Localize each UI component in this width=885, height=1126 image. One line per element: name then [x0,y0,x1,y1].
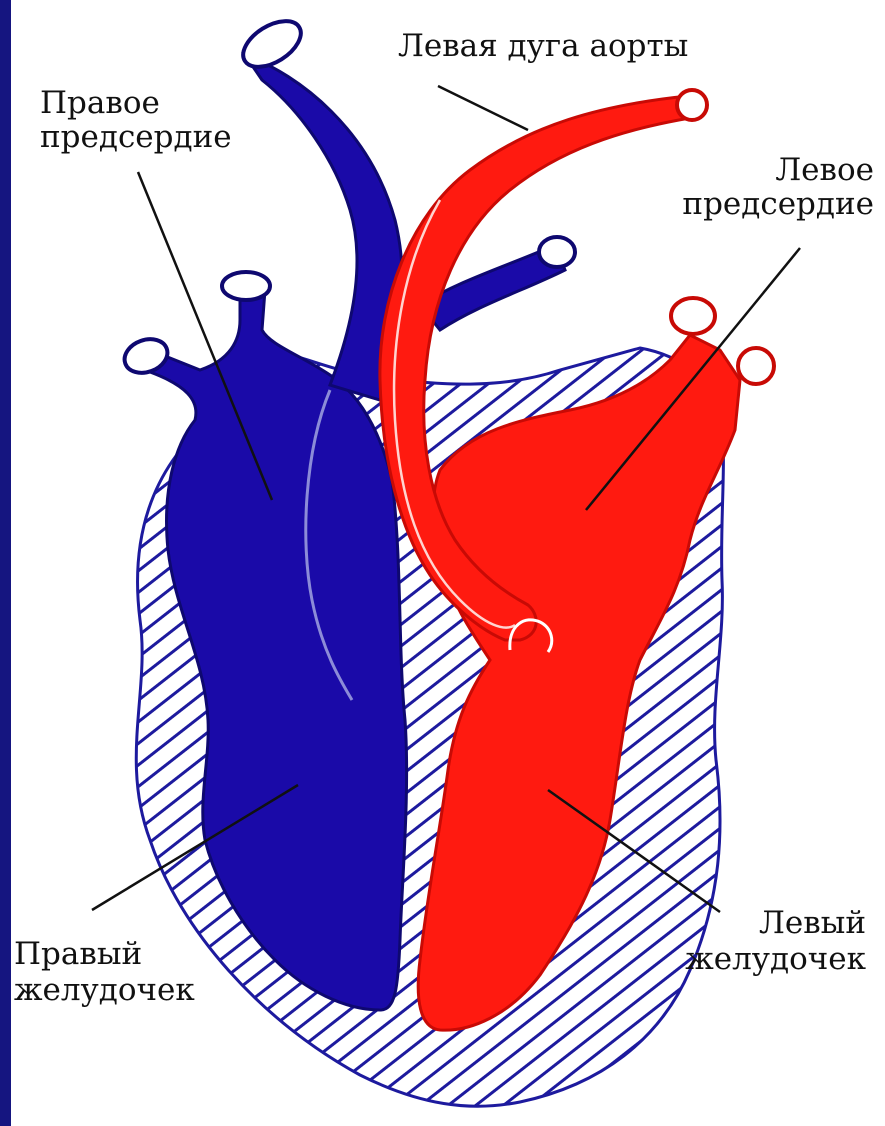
label-right-ventricle-line1: Правый [14,936,142,972]
label-right-ventricle-line2: желудочек [14,972,195,1008]
label-left-aortic-arch: Левая дуга аорты [398,28,688,64]
label-left-ventricle-line1: Левый [759,905,866,941]
label-left-atrium-line1: Левое [775,152,874,188]
pulmonary-vein-opening-2 [738,348,774,384]
label-right-atrium-line1: Правое [40,85,160,121]
label-left-ventricle-line2: желудочек [685,941,866,977]
leader-left-aortic-arch [438,86,528,130]
vessel-opening-right [539,237,575,267]
aorta-opening [677,90,707,120]
vessel-opening-upper [222,272,270,300]
label-right-atrium-line2: предсердие [40,119,232,155]
pulmonary-vein-opening-1 [671,298,715,334]
label-left-atrium-line2: предсердие [682,186,874,222]
